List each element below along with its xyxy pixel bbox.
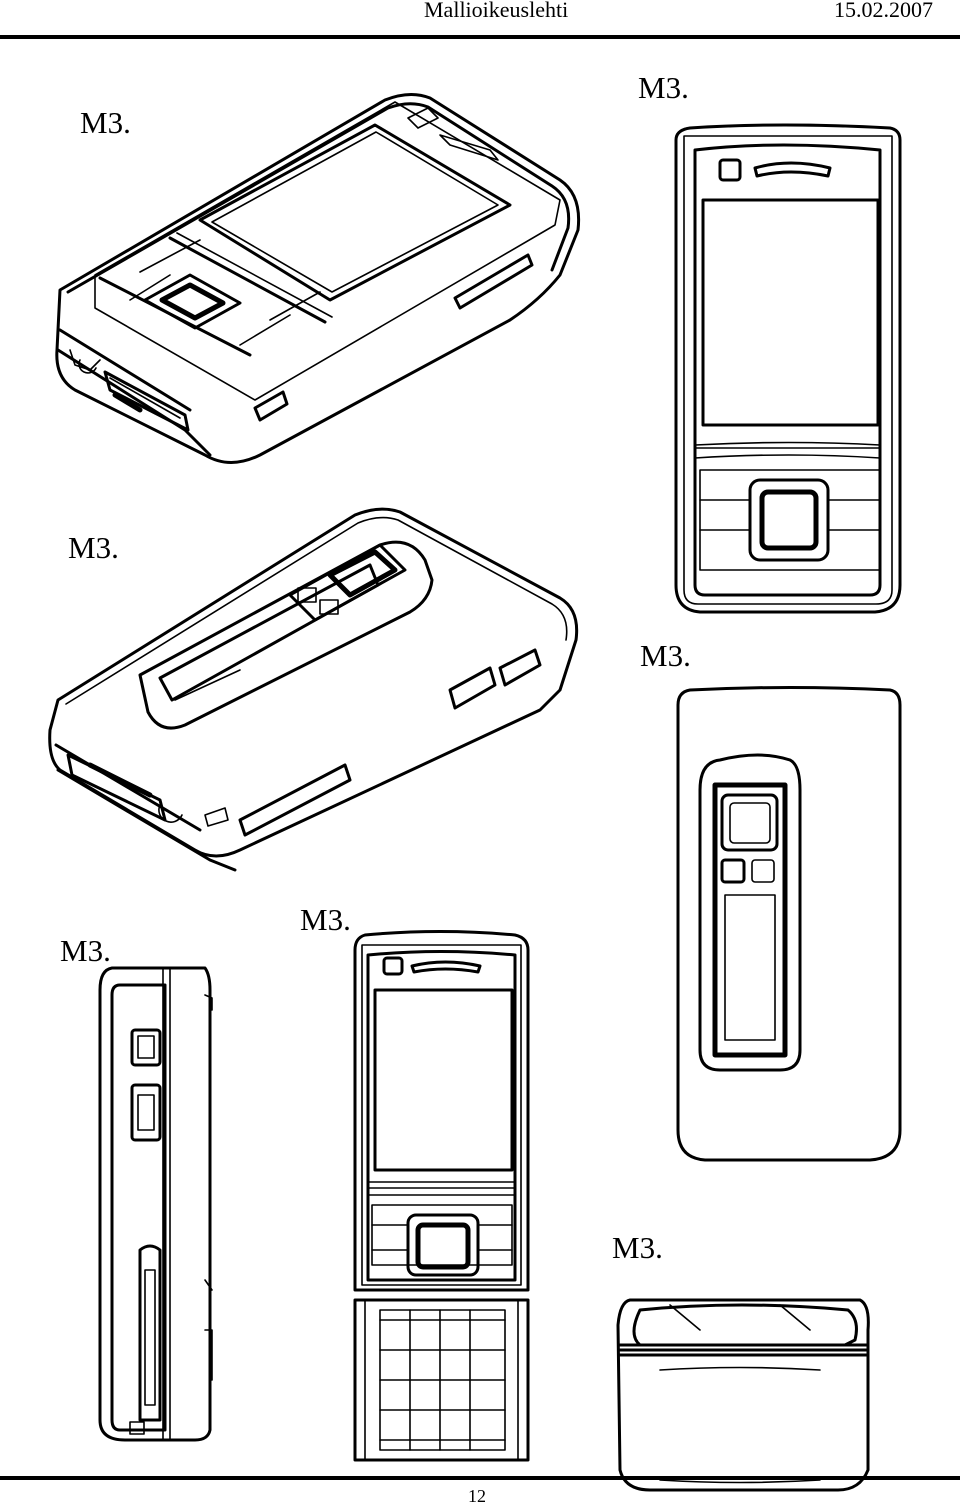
page-number: 12 [468, 1486, 486, 1506]
figure-label-3: M3. [68, 530, 119, 565]
figure-label-4: M3. [640, 638, 691, 673]
publication-title: Mallioikeuslehti [424, 0, 569, 22]
publication-date: 15.02.2007 [834, 0, 933, 22]
header-rule [0, 35, 960, 39]
figure-label-5: M3. [60, 933, 111, 968]
footer-rule [0, 1476, 960, 1480]
figure-label-6: M3. [300, 902, 351, 937]
figure-label-1: M3. [80, 105, 131, 140]
figure-label-2: M3. [638, 70, 689, 105]
figure-label-7: M3. [612, 1230, 663, 1265]
